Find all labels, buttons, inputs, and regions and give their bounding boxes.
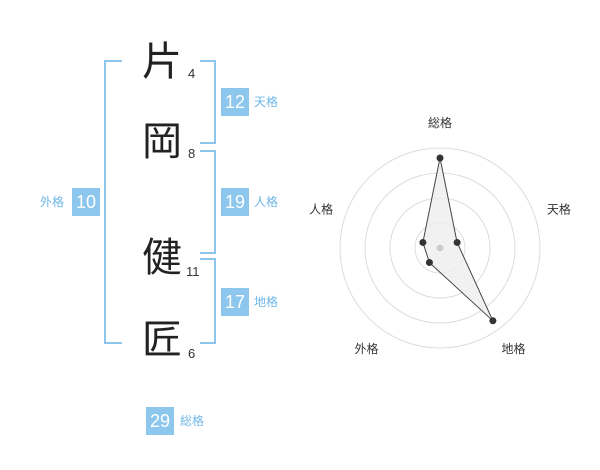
radar-axis-label: 総格 — [428, 115, 452, 130]
stroke-count-3: 11 — [186, 264, 200, 279]
radar-point — [489, 317, 497, 325]
chikaku-value: 17 — [221, 288, 249, 316]
radar-ring-4 — [339, 147, 541, 349]
jinkaku-value: 19 — [221, 188, 249, 216]
soukaku-label: 総格 — [180, 414, 205, 428]
stroke-count-2: 8 — [188, 146, 196, 161]
radar-axis-label: 地格 — [501, 341, 525, 356]
name-char-4: 匠 — [142, 317, 182, 363]
radar-point — [419, 238, 427, 246]
radar-axis-label: 外格 — [355, 341, 379, 356]
name-char-3: 健 — [142, 235, 182, 281]
radar-points — [419, 154, 497, 325]
jinkaku-bracket — [200, 150, 216, 254]
tenkaku-value: 12 — [221, 88, 249, 116]
radar-point — [425, 259, 433, 267]
radar-polygon — [422, 157, 494, 322]
gaikaku-value: 10 — [72, 188, 100, 216]
chikaku-bracket — [200, 258, 216, 344]
chikaku-label: 地格 — [254, 295, 279, 309]
stroke-count-1: 4 — [188, 66, 196, 81]
radar-center — [436, 244, 444, 252]
radar-axis-label: 人格 — [309, 201, 333, 216]
name-char-2: 岡 — [142, 119, 182, 165]
gaikaku-label: 外格 — [40, 195, 65, 209]
tenkaku-bracket — [200, 60, 216, 144]
soukaku-value: 29 — [146, 407, 174, 435]
name-char-1: 片 — [142, 39, 182, 85]
gaikaku-bracket — [104, 60, 122, 344]
tenkaku-label: 天格 — [254, 95, 279, 109]
radar-point — [436, 154, 444, 162]
radar-point — [453, 238, 461, 246]
radar-axis-label: 天格 — [547, 201, 571, 216]
jinkaku-label: 人格 — [254, 195, 279, 209]
stroke-count-4: 6 — [188, 346, 196, 361]
